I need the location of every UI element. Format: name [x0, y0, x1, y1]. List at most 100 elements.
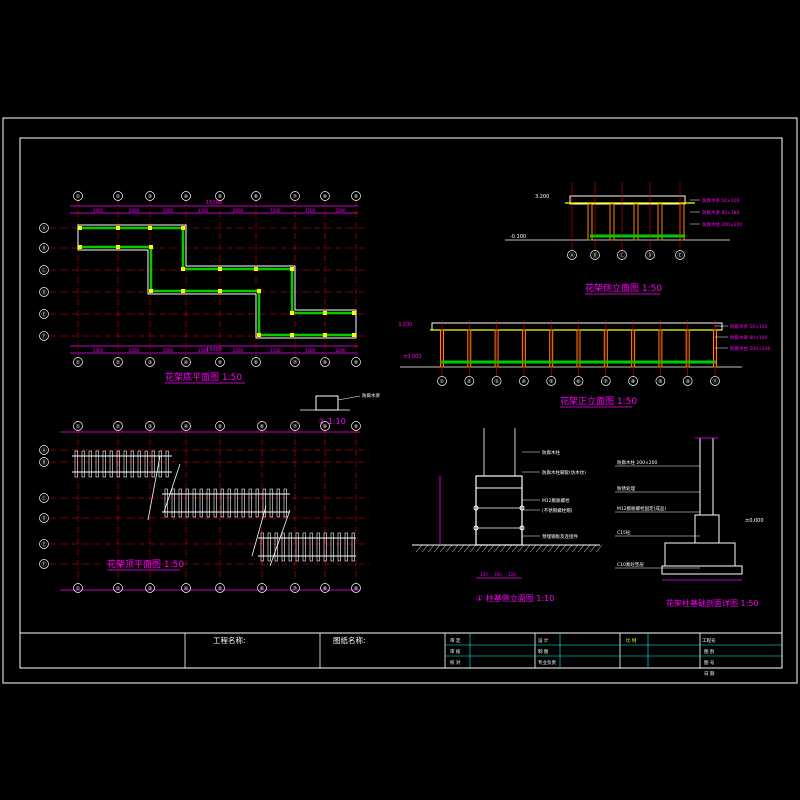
top-axis-bottom-circle: [320, 583, 330, 593]
top-band-1-rafter: [137, 450, 141, 478]
top-axis-top-circle: [113, 421, 123, 431]
plan-axis-bottom-circle: [251, 357, 261, 367]
top-band-2-rafter: [213, 488, 217, 518]
plan-column: [254, 267, 258, 271]
front-axis-bubble-circle: [655, 376, 666, 386]
col-note: 预埋钢板及连接件: [542, 533, 578, 540]
plan-axis-top-label: ⑧: [323, 194, 328, 200]
ground-hatch-line: [445, 544, 453, 553]
side-level-base: -0.100: [510, 234, 526, 240]
plan-axis-bottom-label: ②: [116, 360, 121, 366]
top-axis-left-label: Ⓒ: [41, 495, 46, 502]
top-band-3-rafter: [295, 532, 299, 562]
top-axis-left-circle: [39, 513, 49, 523]
ground-hatch-line: [541, 544, 549, 553]
plan-dim-bottom: 1500: [198, 348, 209, 353]
found-note: C10素砼垫层: [617, 561, 644, 568]
found-note: C15砼: [617, 529, 631, 536]
top-axis-bottom-label: ④: [184, 586, 189, 592]
col-dim: 120: [480, 572, 488, 577]
plan-axis-bottom-circle: [320, 357, 330, 367]
svg-text:防腐木梁: 防腐木梁: [362, 392, 380, 399]
ground-hatch-line: [427, 544, 435, 553]
ground-hatch-line: [523, 544, 531, 553]
top-band-2-rafter: [269, 488, 273, 518]
top-band-1-rafter: [102, 450, 106, 478]
front-axis-bubble-label: ⑨: [658, 379, 662, 385]
top-band-2-rafter: [192, 488, 196, 518]
plan-column: [257, 333, 261, 337]
side-axis-bubble-circle: [617, 250, 627, 260]
ground-hatch-line: [583, 544, 591, 553]
tb-row-right: 日 期: [704, 671, 715, 677]
front-axis-bubble-label: ⑪: [712, 378, 717, 385]
top-axis-left-label: Ⓕ: [41, 561, 46, 568]
front-axis-bubble-circle: [546, 376, 557, 386]
plan-column: [148, 226, 152, 230]
front-axis-bubble-label: ⑥: [576, 379, 581, 385]
front-note: 防腐木条 50×100: [730, 323, 768, 330]
plan-column: [78, 245, 82, 249]
front-level-base: ±0.000: [403, 354, 422, 360]
tb-row-left: 校 对: [450, 659, 461, 666]
ground-hatch-line: [571, 544, 579, 553]
plan-dim-bottom: 2000: [129, 348, 140, 353]
found-note: 防腐木柱 200×200: [617, 459, 658, 466]
plan-column: [149, 289, 153, 293]
top-axis-top-circle: [215, 421, 225, 431]
column-detail-title: ① 柱基侧立面图 1:10: [476, 593, 554, 603]
top-band-2-rafter: [178, 488, 182, 518]
tb-row-mid: 专业负责: [538, 659, 556, 666]
ground-hatch-line: [577, 544, 585, 553]
side-note: 防腐木柱 200×200: [702, 221, 743, 228]
front-axis-bubble-circle: [600, 376, 611, 386]
side-level-top: 3.200: [535, 194, 549, 200]
ground-hatch-line: [511, 544, 519, 553]
beam-detail-label: ② 1:10: [318, 417, 346, 426]
top-plan-title: 花架顶平面图 1:50: [107, 558, 184, 570]
plan-axis-top-circle: [351, 191, 361, 201]
plan-axis-bottom-label: ⑨: [354, 360, 358, 366]
top-diag: [163, 463, 181, 513]
ground-hatch-line: [457, 544, 465, 553]
plan-axis-bottom-label: ⑥: [254, 360, 259, 366]
side-axis-bubble-circle: [645, 250, 655, 260]
ground-hatch-line: [547, 544, 555, 553]
plan-axis-bottom-label: ④: [184, 360, 189, 366]
outer-frame: [2, 117, 798, 684]
side-elevation-title: 花架侧立面图 1:50: [585, 282, 662, 294]
plan-axis-bottom-circle: [290, 357, 300, 367]
ground-hatch-line: [433, 544, 441, 553]
plan-axis-bottom-label: ⑧: [323, 360, 328, 366]
front-axis-bubble-label: ②: [467, 379, 472, 385]
top-axis-top-circle: [320, 421, 330, 431]
plan-column: [323, 311, 327, 315]
top-band-1-rafter: [151, 450, 155, 478]
ground-hatch-line: [517, 544, 525, 553]
top-axis-bottom-label: ⑤: [218, 586, 222, 592]
top-band-1-rafter: [74, 450, 78, 478]
top-band-2-rafter: [227, 488, 231, 518]
top-band-2-rafter: [248, 488, 252, 518]
top-band-2-rafter: [283, 488, 287, 518]
top-axis-bottom-circle: [290, 583, 300, 593]
plan-axis-top-circle: [73, 191, 83, 201]
ground-hatch-line: [439, 544, 447, 553]
plan-axis-left-circle: [39, 243, 49, 253]
plan-axis-left-circle: [39, 287, 49, 297]
plan-axis-bottom-circle: [73, 357, 83, 367]
plan-dim-top: 2000: [335, 208, 346, 213]
ground-hatch-line: [595, 544, 603, 553]
plan-dim-bottom: 2000: [233, 348, 244, 353]
ground-hatch-line: [481, 544, 489, 553]
ground-hatch-line: [487, 544, 495, 553]
plan-axis-bottom-circle: [215, 357, 225, 367]
top-axis-bottom-label: ⑦: [293, 586, 298, 592]
plan-axis-bottom-circle: [351, 357, 361, 367]
front-axis-bubble-label: ⑤: [549, 379, 553, 385]
plan-total-dim-top: 15000: [206, 200, 222, 206]
plan-axis-top-circle: [113, 191, 123, 201]
